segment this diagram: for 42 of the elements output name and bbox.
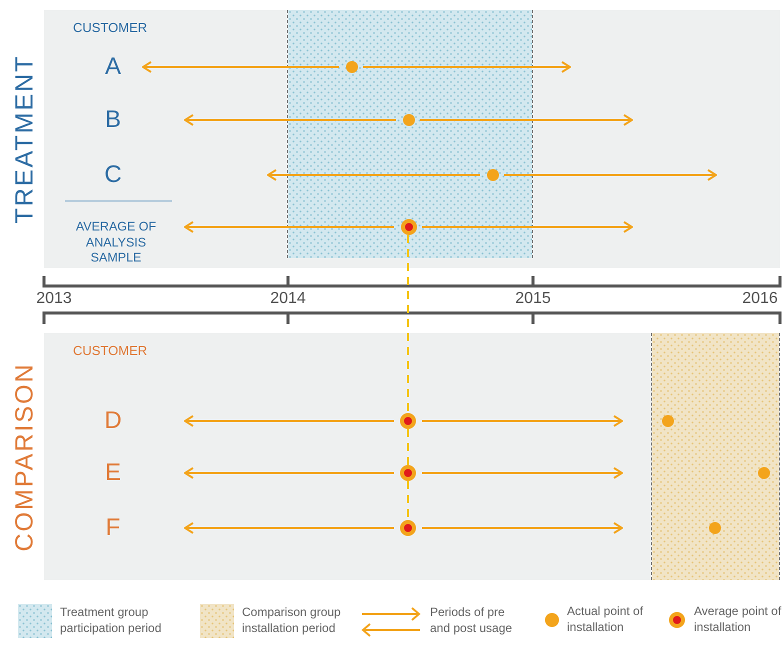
arrow bbox=[184, 415, 394, 427]
arrow bbox=[420, 114, 633, 126]
column-heading: CUSTOMER bbox=[73, 343, 148, 358]
arrow bbox=[184, 221, 394, 233]
arrow bbox=[142, 61, 339, 73]
row-label: A bbox=[105, 52, 121, 82]
average-point-marker bbox=[400, 520, 416, 536]
arrow bbox=[504, 169, 717, 181]
row-label: B bbox=[105, 105, 121, 135]
legend-text: Average point of installation bbox=[694, 604, 782, 636]
row-label: E bbox=[105, 458, 121, 488]
period-band bbox=[651, 333, 780, 580]
legend-text: Actual point of installation bbox=[567, 604, 644, 636]
period-band bbox=[287, 10, 533, 258]
row-label: C bbox=[104, 160, 122, 190]
dashed-line bbox=[407, 481, 409, 520]
arrow bbox=[363, 61, 571, 73]
year-label: 2016 bbox=[742, 289, 778, 309]
dashed-line bbox=[407, 429, 409, 465]
average-point-marker bbox=[400, 465, 416, 481]
arrow bbox=[422, 522, 623, 534]
year-label: 2013 bbox=[36, 289, 72, 309]
row-label: AVERAGE OF ANALYSIS SAMPLE bbox=[74, 220, 158, 266]
row-label: D bbox=[104, 406, 122, 436]
arrow bbox=[184, 114, 396, 126]
arrow bbox=[422, 415, 623, 427]
section-heading: TREATMENT bbox=[10, 54, 40, 224]
year-label: 2014 bbox=[270, 289, 306, 309]
average-point-marker bbox=[400, 413, 416, 429]
dashed-line bbox=[407, 235, 409, 413]
section-heading: COMPARISON bbox=[10, 362, 40, 551]
arrow bbox=[422, 221, 633, 233]
legend-text: Treatment group participation period bbox=[60, 605, 162, 637]
column-heading: CUSTOMER bbox=[73, 20, 148, 35]
arrow bbox=[422, 467, 623, 479]
arrow bbox=[267, 169, 480, 181]
legend-text: Periods of pre and post usage bbox=[430, 605, 514, 637]
row-label: F bbox=[106, 513, 120, 543]
legend-text: Comparison group installation period bbox=[242, 605, 342, 637]
year-label: 2015 bbox=[515, 289, 551, 309]
arrow bbox=[184, 522, 394, 534]
arrow bbox=[184, 467, 394, 479]
